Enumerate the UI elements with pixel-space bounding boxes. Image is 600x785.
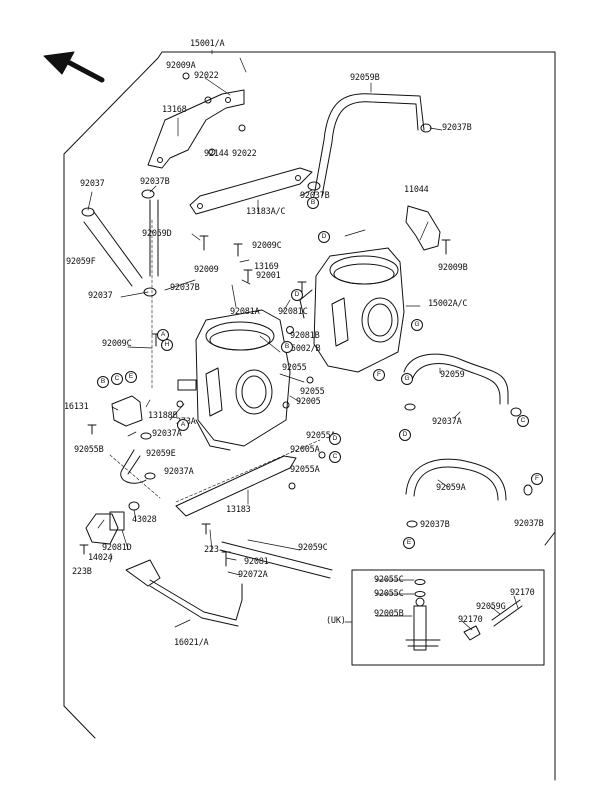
alignment-lines bbox=[109, 219, 321, 503]
front-direction-arrowhead bbox=[43, 51, 75, 75]
hose-clamps bbox=[81, 123, 533, 597]
choke-plunger-16131 bbox=[111, 395, 143, 427]
hose-92059F bbox=[83, 211, 143, 287]
pump-assembly-43028 bbox=[85, 501, 140, 545]
uk-tee-fitting bbox=[405, 597, 523, 651]
hose-92059A bbox=[405, 458, 507, 501]
choke-cable-bracket bbox=[405, 205, 441, 251]
link-plate-upper bbox=[189, 167, 313, 215]
carburetor-left bbox=[177, 309, 291, 451]
assembly-frame bbox=[63, 51, 556, 781]
throttle-linkage-16021 bbox=[125, 559, 243, 627]
throttle-cable-bracket bbox=[147, 89, 245, 169]
front-direction-arrow bbox=[65, 59, 105, 83]
hose-92059 bbox=[403, 353, 509, 405]
carburetor-right bbox=[299, 247, 405, 373]
leader-lines bbox=[87, 49, 519, 631]
screws bbox=[79, 72, 451, 567]
uk-inset-frame bbox=[351, 569, 545, 666]
hose-92059E bbox=[120, 449, 147, 484]
hose-92059C bbox=[219, 541, 333, 579]
hose-92059B bbox=[313, 93, 425, 197]
link-plate-lower bbox=[175, 455, 297, 517]
hose-92059D bbox=[149, 199, 159, 277]
